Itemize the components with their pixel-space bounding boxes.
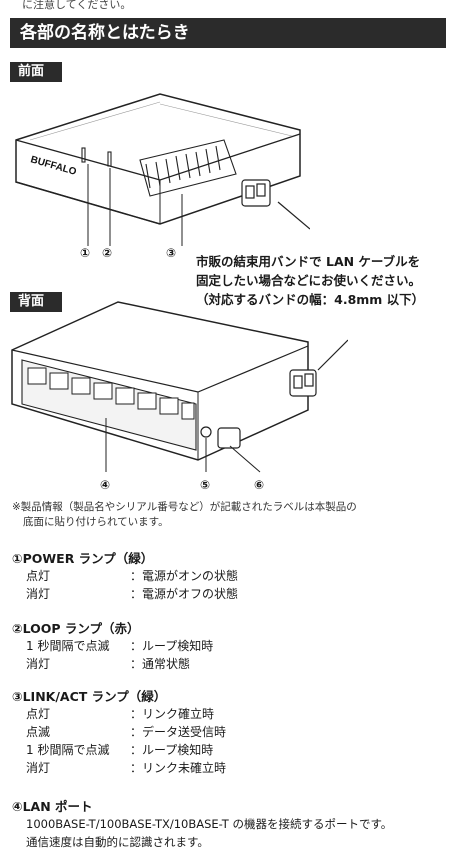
item-row: 消灯 ：通常状態	[12, 655, 213, 673]
item-row: 1 秒間隔で点滅 ：ループ検知時	[12, 741, 226, 759]
callout-5: ⑤	[200, 478, 211, 492]
row-key: 点灯	[26, 569, 51, 583]
row-key: 消灯	[26, 587, 51, 601]
row-value: ：ループ検知時	[130, 639, 214, 653]
item-lan: ④LAN ポート 1000BASE-T/100BASE-TX/10BASE-T …	[12, 796, 448, 851]
row-value: ：リンク未確立時	[130, 761, 227, 775]
label-note-line-2: 底面に貼り付けられています。	[23, 516, 169, 528]
item-loop: ②LOOP ランプ（赤） 1 秒間隔で点滅 ：ループ検知時 消灯 ：通常状態	[12, 618, 213, 673]
top-text: に注意してください。	[22, 0, 132, 11]
item-row: 点滅 ：データ送受信時	[12, 723, 226, 741]
band-note-line-3: （対応するバンドの幅：4.8mm 以下）	[196, 292, 425, 307]
item-title: ②LOOP ランプ（赤）	[12, 621, 140, 636]
row-value: ：データ送受信時	[130, 725, 227, 739]
callout-3: ③	[166, 246, 177, 260]
section-title: 各部の名称とはたらき	[10, 18, 446, 48]
callout-2: ②	[102, 246, 113, 260]
callout-6: ⑥	[254, 478, 265, 492]
item-row: 点灯 ：リンク確立時	[12, 705, 226, 723]
label-note-line-1: ※製品情報（製品名やシリアル番号など）が記載されたラベルは本製品の	[12, 501, 357, 513]
item-link-act: ③LINK/ACT ランプ（緑） 点灯 ：リンク確立時 点滅 ：データ送受信時 1 …	[12, 686, 226, 777]
row-key: 消灯	[26, 761, 51, 775]
back-device-illustration	[11, 301, 348, 473]
back-label: 背面	[10, 292, 62, 312]
row-value: ：電源がオンの状態	[130, 569, 239, 583]
item-row: 消灯 ：リンク未確立時	[12, 759, 226, 777]
front-device-illustration: BUFFALO	[15, 93, 310, 246]
row-key: 消灯	[26, 657, 51, 671]
item-row: 1 秒間隔で点滅 ：ループ検知時	[12, 637, 213, 655]
band-note-line-2: 固定したい場合などにお使いください。	[196, 273, 422, 288]
item-title: ③LINK/ACT ランプ（緑）	[12, 689, 167, 704]
callout-4: ④	[100, 478, 111, 492]
row-key: 点灯	[26, 707, 51, 721]
lan-desc-line-1: 1000BASE-T/100BASE-TX/10BASE-T の機器を接続するポ…	[26, 817, 393, 831]
row-value: ：通常状態	[130, 657, 191, 671]
callout-1: ①	[80, 246, 91, 260]
row-value: ：リンク確立時	[130, 707, 215, 721]
lan-desc-line-2: 通信速度は自動的に認識されます。	[26, 835, 209, 849]
band-note: 市販の結束用バンドで LAN ケーブルを 固定したい場合などにお使いください。 …	[196, 252, 424, 309]
row-key: 1 秒間隔で点滅	[26, 743, 110, 757]
item-title: ①POWER ランプ（緑）	[12, 551, 154, 566]
band-note-line-1: 市販の結束用バンドで LAN ケーブルを	[196, 254, 421, 269]
row-key: 点滅	[26, 725, 51, 739]
label-note: ※製品情報（製品名やシリアル番号など）が記載されたラベルは本製品の 底面に貼り付…	[12, 500, 357, 530]
row-value: ：電源がオフの状態	[130, 587, 239, 601]
item-row: 点灯 ：電源がオンの状態	[12, 567, 238, 585]
row-key: 1 秒間隔で点滅	[26, 639, 110, 653]
item-row: 消灯 ：電源がオフの状態	[12, 585, 238, 603]
item-title: ④LAN ポート	[12, 799, 93, 814]
row-value: ：ループ検知時	[130, 743, 214, 757]
front-label: 前面	[10, 62, 62, 82]
item-power: ①POWER ランプ（緑） 点灯 ：電源がオンの状態 消灯 ：電源がオフの状態	[12, 548, 238, 603]
